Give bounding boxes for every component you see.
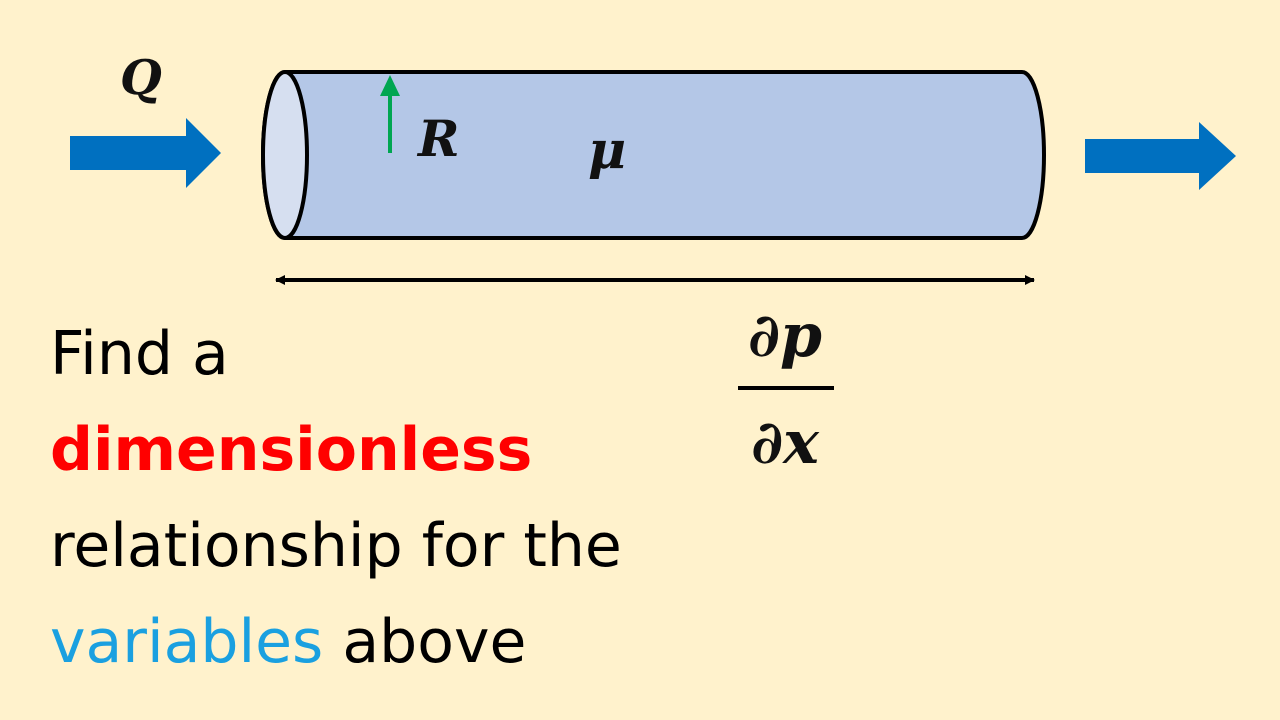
pressure-gradient-fraction: ∂p ∂x [738,301,834,478]
outlet-flow-arrow [1085,122,1236,190]
caption-dimensionless: dimensionless [50,415,533,485]
radius-label: R [416,109,460,168]
caption-line-1: Find a [50,319,229,389]
inlet-flow-arrow [70,118,221,188]
instruction-text: Find a dimensionless relationship for th… [50,306,622,690]
caption-line-4: variables above [50,594,622,690]
pipe-inlet-end [261,70,309,240]
flow-rate-label: Q [120,50,162,106]
radius-arrow [380,75,400,153]
caption-line-3: relationship for the [50,511,622,581]
caption-variables: variables [50,607,324,677]
pipe-body [261,70,1046,240]
gradient-denominator: ∂x [751,408,820,478]
gradient-numerator: ∂p [748,301,822,371]
viscosity-label: μ [588,120,626,181]
caption-above: above [323,607,527,677]
